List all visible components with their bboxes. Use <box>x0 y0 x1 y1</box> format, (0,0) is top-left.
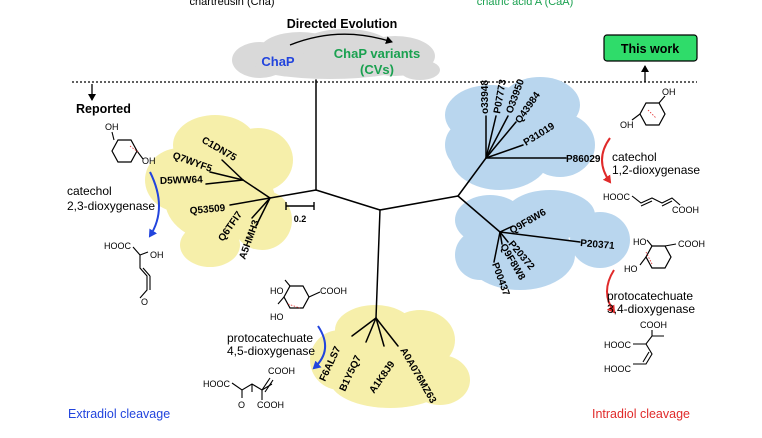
leaf-label: P20371 <box>580 238 616 252</box>
chem-label: OH <box>105 122 119 132</box>
evolution-arrow <box>289 33 393 46</box>
chem-label: COOH <box>672 205 699 215</box>
cluster-extradiol-23-bg <box>145 115 293 267</box>
chem-label: COOH <box>257 400 284 410</box>
catechol-12-enzyme-line2: 1,2-dioxygenase <box>612 163 700 177</box>
catechol-12-arrow <box>601 137 612 184</box>
chem-label: HOOC <box>604 340 632 350</box>
chap-cloud <box>232 29 440 80</box>
pca-45-enzyme-line1: protocatechuate <box>227 331 313 345</box>
chem-label: HO <box>624 264 638 274</box>
chem-label: OH <box>150 250 164 260</box>
chem-label: OH <box>142 156 156 166</box>
chap-variants-line1: ChaP variants <box>334 46 420 61</box>
chem-label: OH <box>620 120 634 130</box>
pca-34-enzyme-line1: protocatechuate <box>607 289 693 303</box>
chap-label: ChaP <box>261 54 295 69</box>
phylogenetic-tree <box>205 79 581 347</box>
leaf-label: D5WW64 <box>160 174 204 187</box>
chem-label: HOOC <box>603 192 631 202</box>
chem-label: COOH <box>678 239 705 249</box>
this-work-badge <box>603 34 698 62</box>
top-left-compound-label: chartreusin (Cha) <box>190 0 275 8</box>
catechol-12-product <box>631 195 681 207</box>
catechol-23-product <box>132 246 151 299</box>
catechol-23-substrate <box>111 131 144 163</box>
chem-label: HO <box>270 286 284 296</box>
chem-label: HOOC <box>104 241 132 251</box>
chem-label: HOOC <box>203 379 231 389</box>
pca-34-arrow <box>606 269 616 314</box>
chem-label: OH <box>662 87 676 97</box>
pca-34-product <box>633 330 664 365</box>
chem-label: COOH <box>320 286 347 296</box>
catechol-12-enzyme-line1: catechol <box>612 150 657 164</box>
pca-34-enzyme-line2: 3,4-dioxygenase <box>607 302 695 316</box>
reported-label: Reported <box>76 102 131 116</box>
chem-label: COOH <box>640 320 667 330</box>
chem-label: O <box>238 400 245 410</box>
pca-34-substrate <box>639 239 677 269</box>
top-right-compound-label: chatric acid A (CaA) <box>477 0 574 8</box>
catechol-23-enzyme-line1: catechol <box>67 184 112 198</box>
chem-label: COOH <box>268 366 295 376</box>
pca-45-enzyme-line2: 4,5-dioxygenase <box>227 344 315 358</box>
catechol-23-arrow <box>148 171 160 238</box>
chap-variants-line2: (CVs) <box>360 62 394 77</box>
chem-label: O <box>141 297 148 307</box>
chem-label: HO <box>270 312 284 322</box>
catechol-23-enzyme-line2: 2,3-dioxygenase <box>67 199 155 213</box>
directed-evolution-label: Directed Evolution <box>287 17 397 31</box>
pca-45-arrow <box>312 325 326 370</box>
pca-45-substrate <box>277 279 321 309</box>
leaf-label: P86029 <box>566 154 601 165</box>
this-work-label: This work <box>621 42 679 56</box>
catechol-12-substrate <box>631 95 666 126</box>
scale-bar <box>285 202 315 210</box>
chem-label: HO <box>633 237 647 247</box>
extradiol-cleavage-label: Extradiol cleavage <box>68 407 170 421</box>
leaf-label: o33948 <box>480 80 491 114</box>
scale-bar-label: 0.2 <box>294 214 307 224</box>
chem-label: HOOC <box>604 364 632 374</box>
leaf-label: Q53509 <box>189 203 226 217</box>
pca-45-product <box>231 377 274 400</box>
intradiol-cleavage-label: Intradiol cleavage <box>592 407 690 421</box>
